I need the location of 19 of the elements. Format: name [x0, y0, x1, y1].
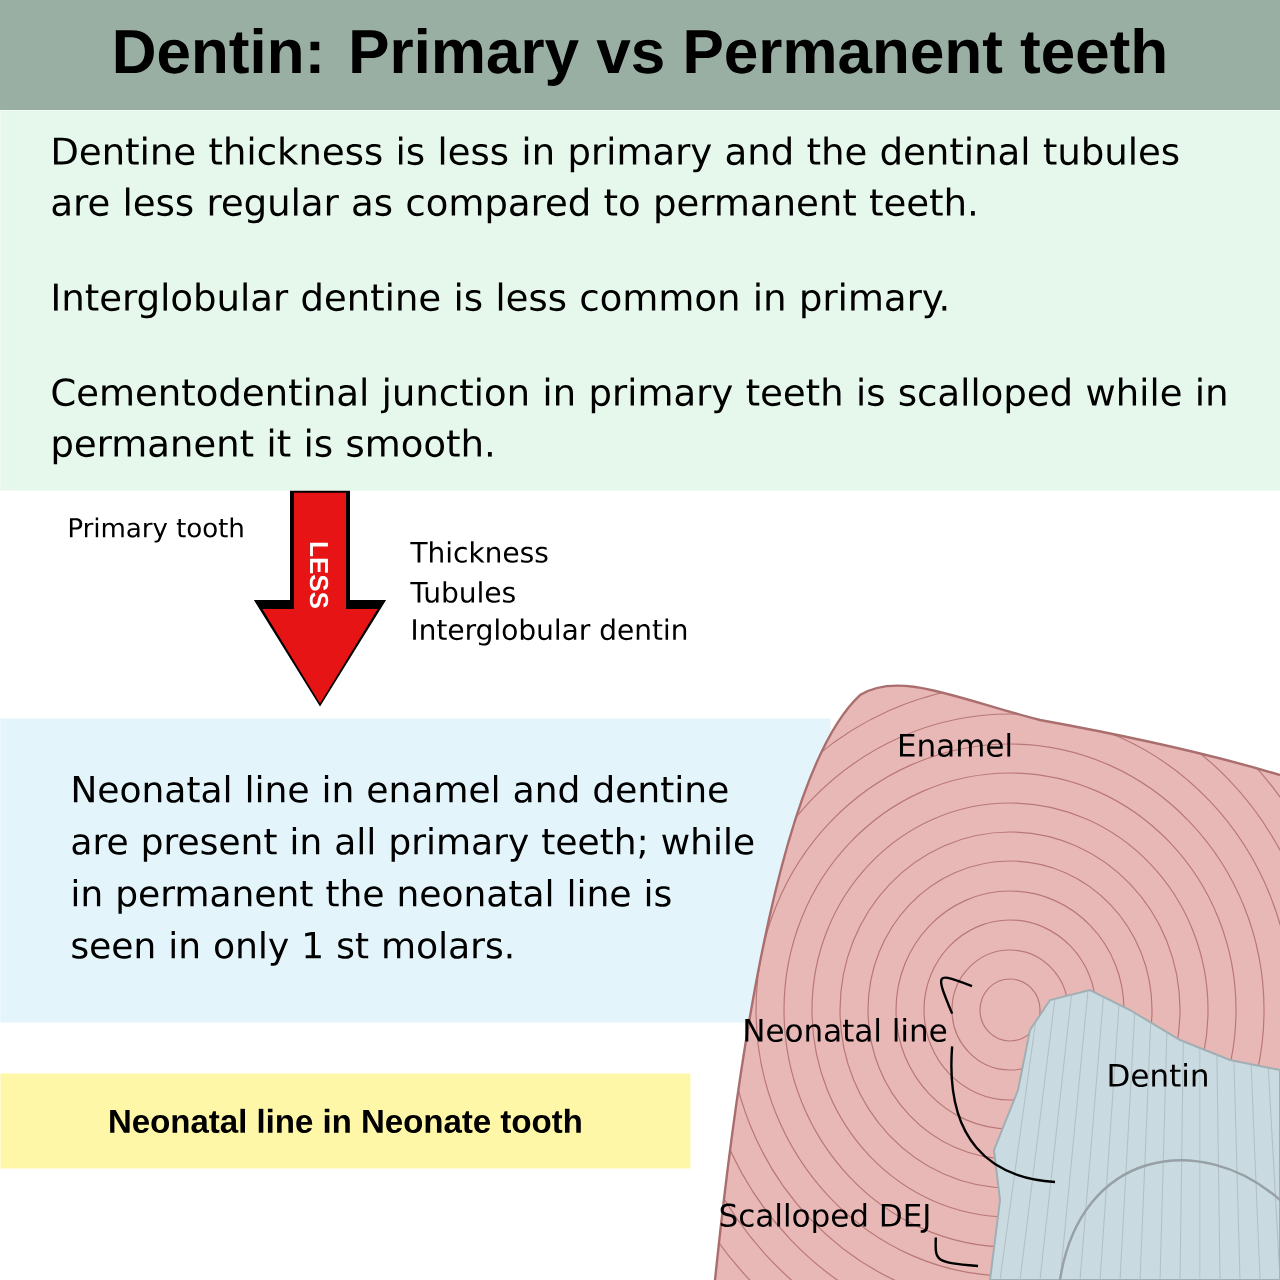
paragraph: Dentine thickness is less in primary and the dentinal tubules are less regular as compared to permanent teeth. [52, 136, 1179, 224]
leader-line [934, 1237, 979, 1268]
leader-line [950, 1046, 1056, 1184]
list-item: Thickness [410, 541, 548, 563]
title: Dentin: Primary vs Permanent teeth [115, 28, 1165, 86]
text-band: Neonatal line in Neonate tooth [0, 1073, 691, 1169]
text-panel [0, 110, 1280, 491]
edge-label: LESS [309, 542, 329, 608]
paragraph: Cementodentinal junction in primary teeth is scalloped while in permanent it is smooth. [52, 377, 1226, 465]
leader-line [940, 976, 973, 1015]
list-item: Tubules [410, 581, 515, 603]
paragraph: Neonatal line [745, 1018, 947, 1042]
part-label: Dentin [1109, 1063, 1207, 1087]
paragraph: Scalloped DEJ [720, 1203, 929, 1234]
label: Primary tooth [69, 517, 243, 543]
part-label: Enamel [900, 733, 1011, 757]
paragraph: Neonatal line in enamel and dentine are present in all primary teeth; while in permanent the neonatal line is seen in only 1 st molars. [72, 775, 754, 966]
paragraph: Interglobular dentine is less common in primary. [54, 282, 947, 319]
list-item: Interglobular dentin [413, 618, 687, 646]
